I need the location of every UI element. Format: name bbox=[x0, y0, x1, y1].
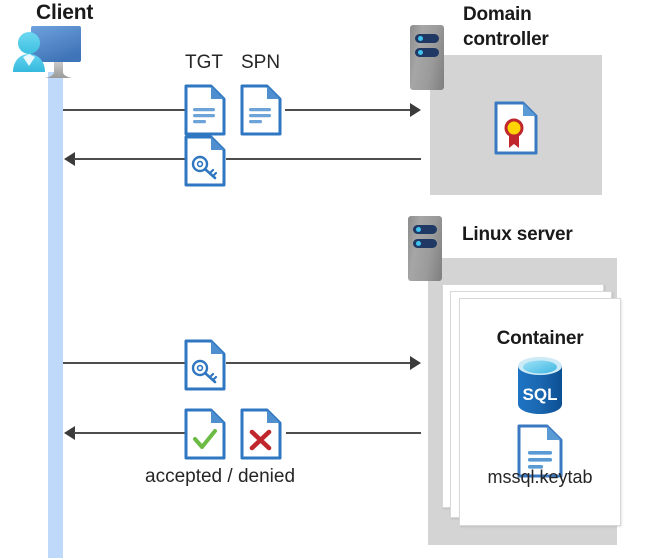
server-led-icon bbox=[418, 36, 423, 41]
server-blade-bar bbox=[415, 48, 439, 57]
server-blade-bar bbox=[415, 34, 439, 43]
linux-server-title: Linux server bbox=[462, 224, 573, 245]
sql-database-label: SQL bbox=[523, 385, 558, 404]
client-title: Client bbox=[36, 1, 94, 24]
key-document-icon bbox=[184, 339, 226, 396]
domain-controller-title-line1: Domain bbox=[463, 4, 532, 25]
domain-controller-title-line2: controller bbox=[463, 29, 549, 50]
key-document-icon bbox=[184, 135, 226, 192]
arrowhead-left-to-client-result bbox=[64, 426, 75, 440]
spn-document-icon bbox=[240, 84, 282, 141]
flow-line-tgt-spn-left bbox=[63, 109, 185, 111]
accepted-document-icon bbox=[184, 408, 226, 465]
flow-line-ticket-response-left bbox=[74, 158, 185, 160]
keytab-file-label: mssql.keytab bbox=[487, 467, 593, 487]
client-lifeline bbox=[48, 72, 63, 558]
flow-line-auth-result-left bbox=[74, 432, 185, 434]
flow-line-ticket-presented-right bbox=[226, 362, 411, 364]
flow-line-auth-result-right bbox=[286, 432, 421, 434]
accepted-denied-label: accepted / denied bbox=[145, 466, 296, 487]
server-rack-icon bbox=[410, 25, 444, 90]
container-title: Container bbox=[496, 328, 584, 349]
user-computer-icon bbox=[8, 24, 112, 84]
server-led-icon bbox=[418, 50, 423, 55]
document-icon bbox=[517, 424, 563, 483]
flow-line-ticket-presented-left bbox=[63, 362, 185, 364]
tgt-document-icon bbox=[184, 84, 226, 141]
certificate-document-icon bbox=[494, 101, 538, 160]
flow-line-tgt-spn-right bbox=[285, 109, 411, 111]
arrowhead-left-to-client bbox=[64, 152, 75, 166]
domain-controller-title: Domain controller bbox=[463, 2, 613, 52]
arrowhead-right-to-linux-server bbox=[410, 356, 421, 370]
server-led-icon bbox=[416, 241, 421, 246]
sql-database-icon: SQL bbox=[510, 354, 570, 421]
arrowhead-right-to-domain-controller bbox=[410, 103, 421, 117]
denied-document-icon bbox=[240, 408, 282, 465]
flow-line-ticket-response-right bbox=[226, 158, 421, 160]
server-rack-icon bbox=[408, 216, 442, 281]
tgt-label: TGT bbox=[185, 52, 223, 73]
container-card-front: Container SQL bbox=[459, 298, 621, 526]
server-blade-bar bbox=[413, 225, 437, 234]
server-blade-bar bbox=[413, 239, 437, 248]
server-led-icon bbox=[416, 227, 421, 232]
spn-label: SPN bbox=[241, 52, 281, 73]
